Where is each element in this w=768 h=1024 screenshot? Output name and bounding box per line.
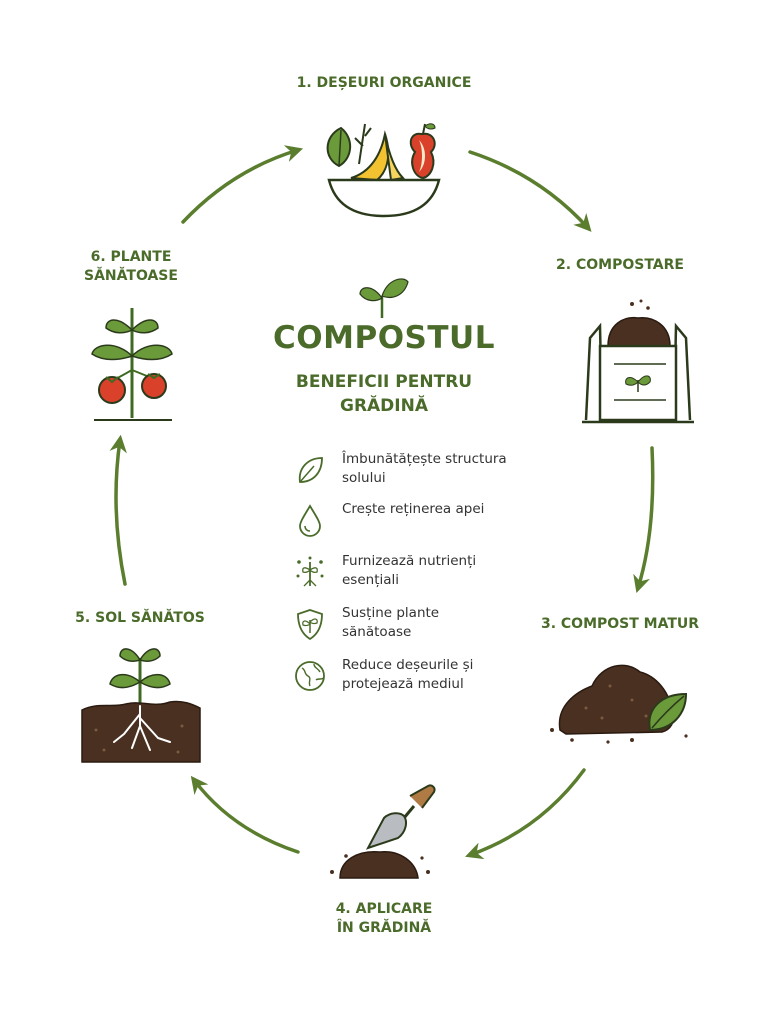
sprout-icon bbox=[359, 278, 409, 318]
arrow-4-to-5 bbox=[190, 775, 300, 854]
stage-label-3: 3. COMPOST MATUR bbox=[540, 616, 700, 632]
stage-label-1: 1. DEȘEURI ORGANICE bbox=[296, 75, 472, 91]
mature-compost-pile-icon bbox=[550, 664, 688, 744]
arrow-1-to-2 bbox=[468, 150, 592, 232]
arrow-5-to-6 bbox=[109, 434, 127, 586]
stage-label-2: 2. COMPOSTARE bbox=[556, 257, 684, 273]
benefit-item: Îmbunătățește structura solului bbox=[292, 451, 507, 498]
compost-bin-icon bbox=[582, 299, 694, 424]
leaf-outline-icon bbox=[298, 457, 323, 483]
benefit-item: Susține plante sănătoase bbox=[292, 605, 502, 652]
organic-waste-bowl-icon bbox=[326, 123, 441, 218]
arrow-2-to-3 bbox=[633, 446, 655, 594]
benefit-text: Furnizează nutrienți esențiali bbox=[342, 553, 477, 588]
shield-plant-icon bbox=[297, 609, 323, 641]
water-drop-icon bbox=[299, 504, 321, 537]
benefit-item: Furnizează nutrienți esențiali bbox=[292, 553, 502, 600]
benefit-text: Reduce deșeurile și protejează mediul bbox=[342, 657, 474, 692]
arrow-3-to-4 bbox=[465, 768, 586, 860]
benefit-text: Îmbunătățește structura solului bbox=[342, 451, 507, 486]
globe-leaf-icon bbox=[295, 661, 325, 691]
nutrients-icon bbox=[296, 556, 324, 587]
garden-trowel-icon bbox=[330, 784, 436, 879]
stage-label-4: 4. APLICARE ÎN GRĂDINĂ bbox=[335, 901, 433, 936]
arrow-6-to-1 bbox=[181, 145, 304, 224]
benefit-item: Reduce deșeurile și protejează mediul bbox=[292, 657, 502, 704]
stage-label-5: 5. SOL SĂNĂTOS bbox=[75, 610, 205, 626]
page-subtitle: BENEFICII PENTRU GRĂDINĂ bbox=[295, 372, 473, 416]
page-title: COMPOSTUL bbox=[273, 320, 495, 356]
benefit-text: Crește reținerea apei bbox=[342, 501, 485, 517]
stage-label-6: 6. PLANTE SĂNĂTOASE bbox=[84, 249, 178, 284]
tomato-plant-icon bbox=[91, 308, 173, 421]
benefit-text: Susține plante sănătoase bbox=[342, 605, 440, 640]
benefit-item: Crește reținerea apei bbox=[292, 501, 502, 548]
healthy-soil-sprout-icon bbox=[81, 648, 201, 763]
